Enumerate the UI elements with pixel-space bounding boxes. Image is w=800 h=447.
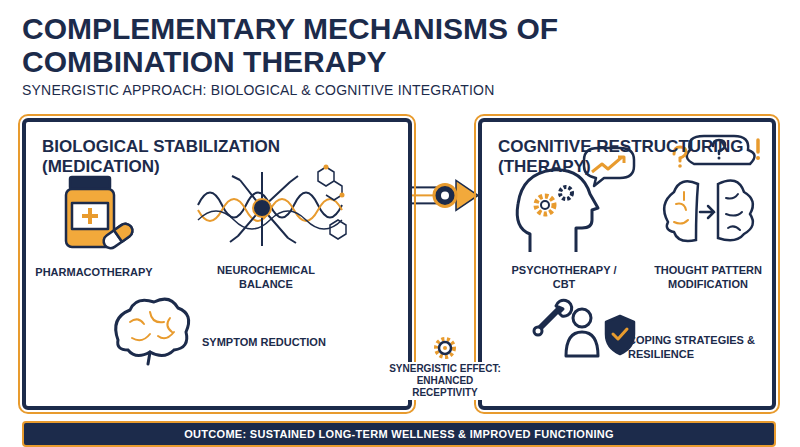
subtitle-label: SYNERGISTIC APPROACH: BIOLOGICAL & COGNI… bbox=[22, 82, 622, 99]
outcome-text: OUTCOME: SUSTAINED LONG-TERM WELLNESS & … bbox=[184, 427, 614, 441]
item-label: NEUROCHEMICAL BALANCE bbox=[210, 263, 322, 291]
coping-icon bbox=[534, 300, 634, 356]
panel-heading: COGNITIVE RESTRUCTURING (THERAPY) bbox=[498, 137, 774, 177]
arrow-node-core bbox=[441, 191, 449, 199]
item-label: THOUGHT PATTERN MODIFICATION bbox=[646, 263, 770, 291]
synergy-arrow bbox=[412, 180, 478, 210]
arrow-node bbox=[434, 184, 456, 206]
gear-icon bbox=[436, 339, 454, 357]
diagram-title: COMPLEMENTARY MECHANISMS OF COMBINATION … bbox=[22, 12, 562, 78]
edge-label: SYNERGISTIC EFFECT: ENHANCED RECEPTIVITY bbox=[385, 362, 505, 400]
item-label: PSYCHOTHERAPY / CBT bbox=[505, 263, 623, 291]
therapy-panel: COGNITIVE RESTRUCTURING (THERAPY) PSYCHOT… bbox=[478, 118, 776, 410]
neuron-icon bbox=[198, 165, 346, 247]
item-label: SYMPTOM REDUCTION bbox=[202, 335, 352, 349]
brain-icon bbox=[116, 299, 189, 364]
item-label: COPING STRATEGIES & RESILIENCE bbox=[628, 333, 766, 361]
pill-bottle-icon bbox=[66, 177, 135, 251]
panel-heading: BIOLOGICAL STABILIZATION (MEDICATION) bbox=[42, 137, 362, 177]
outcome-band: OUTCOME: SUSTAINED LONG-TERM WELLNESS & … bbox=[22, 421, 776, 447]
item-label: PHARMACOTHERAPY bbox=[34, 265, 154, 279]
arrow-line bbox=[412, 186, 437, 188]
medication-panel: BIOLOGICAL STABILIZATION (MEDICATION) PHA… bbox=[22, 118, 412, 410]
arrow-head bbox=[456, 180, 478, 210]
arrow-line bbox=[412, 202, 437, 204]
